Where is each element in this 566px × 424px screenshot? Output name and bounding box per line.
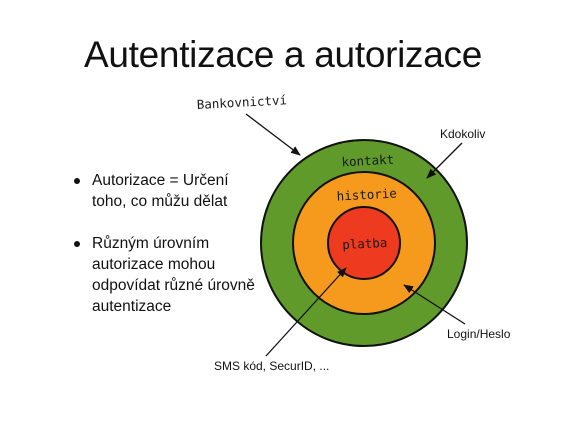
arrow-bankovnictvi xyxy=(245,113,301,156)
bullet-text: Autorizace = Určení toho, co můžu dělat xyxy=(92,172,229,210)
slide-title: Autentizace a autorizace xyxy=(84,34,482,75)
arrow-kdokoliv xyxy=(426,142,463,179)
callout-kdokoliv: Kdokoliv xyxy=(440,127,485,141)
callout-sms: SMS kód, SecurID, ... xyxy=(214,359,329,373)
bullet-list: Autorizace = Určení toho, co můžu dělat … xyxy=(72,170,262,338)
callout-bankovnictvi: Bankovnictví xyxy=(196,92,287,112)
ring-label-kontakt: kontakt xyxy=(341,152,394,170)
bullet-icon xyxy=(74,241,80,247)
ring-label-historie: historie xyxy=(336,185,397,203)
arrow-sms xyxy=(265,267,347,357)
ring-label-platba: platba xyxy=(342,235,388,252)
bullet-item-levels: Různým úrovním autorizace mohou odpovída… xyxy=(72,233,262,317)
bullet-icon xyxy=(74,178,80,184)
arrow-login xyxy=(403,284,466,325)
bullet-text: Různým úrovním autorizace mohou odpovída… xyxy=(92,235,255,315)
bullet-item-authorization: Autorizace = Určení toho, co můžu dělat xyxy=(72,170,262,212)
callout-login: Login/Heslo xyxy=(447,327,511,341)
ring-platba xyxy=(327,206,401,280)
